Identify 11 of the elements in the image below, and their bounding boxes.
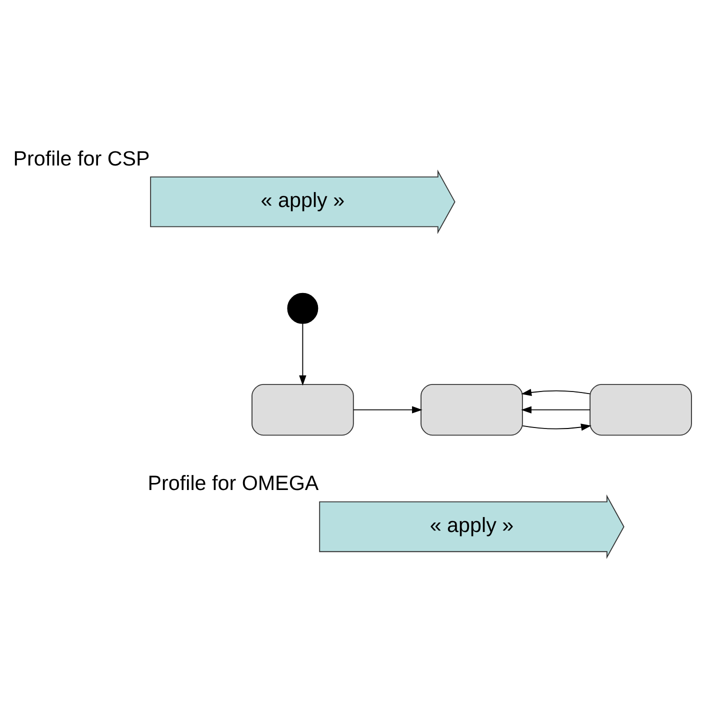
arrow (521, 406, 590, 414)
node-label: Profile for OMEGA (148, 472, 319, 496)
arrow (522, 424, 592, 431)
node-label: Profile for CSP (13, 147, 150, 170)
arrow (521, 388, 590, 396)
node-circle (287, 292, 318, 324)
arrow (299, 323, 306, 386)
node-box (252, 384, 354, 436)
node-box (420, 384, 523, 436)
node-box (590, 384, 692, 436)
arrow (353, 406, 422, 414)
